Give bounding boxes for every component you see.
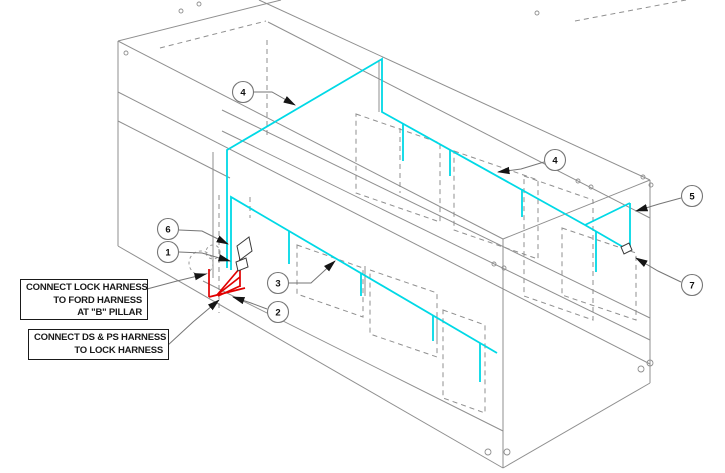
svg-text:5: 5 (689, 192, 695, 203)
rear-connector (620, 242, 633, 255)
note-connect-ds-ps-harness: CONNECT DS & PS HARNESS TO LOCK HARNESS (28, 329, 169, 360)
leader-lines (146, 91, 682, 347)
note2-line1: CONNECT DS & PS HARNESS (34, 332, 167, 343)
pillar-access-holes (188, 244, 221, 276)
leader-note1 (146, 273, 207, 290)
ford-harness-connector (236, 236, 253, 261)
leader-callout-7 (635, 257, 682, 283)
svg-text:7: 7 (689, 281, 694, 292)
leader-note2 (166, 299, 220, 347)
leader-callout-6 (178, 229, 229, 245)
svg-text:4: 4 (552, 156, 558, 167)
callout-balloon-4-ceiling: 4 (231, 80, 255, 104)
leader-callout-4a (254, 91, 296, 106)
callout-balloon-1: 1 (156, 240, 180, 264)
note2-line2: TO LOCK HARNESS (74, 344, 163, 356)
callout-balloon-4-farwall: 4 (543, 148, 567, 172)
van-body-outline (117, 0, 651, 469)
near-wall-harness (230, 195, 498, 382)
harness-connectors (235, 236, 633, 272)
leader-callout-1 (178, 251, 231, 262)
callout-balloon-6: 6 (156, 217, 180, 241)
leader-callout-3 (289, 260, 336, 284)
svg-text:4: 4 (240, 88, 246, 99)
note1-line2: TO FORD HARNESS (53, 294, 142, 306)
note1-line3: AT "B" PILLAR (77, 307, 142, 319)
svg-text:3: 3 (275, 279, 280, 290)
lock-harness-connection-red (208, 251, 246, 298)
leader-callout-2 (232, 296, 268, 310)
svg-text:1: 1 (165, 248, 171, 259)
leader-callout-4b (497, 161, 545, 175)
far-wall-door-openings (355, 113, 637, 321)
callout-balloon-3: 3 (266, 271, 290, 295)
callout-balloon-5: 5 (680, 184, 704, 208)
callout-balloon-2: 2 (266, 300, 290, 324)
svg-text:2: 2 (275, 308, 280, 319)
rivet-holes (123, 1, 654, 456)
near-wall-door-openings (296, 244, 486, 414)
note1-line1: CONNECT LOCK HARNESS (26, 282, 148, 293)
lock-harness-connector (235, 257, 249, 272)
svg-text:6: 6 (165, 225, 170, 236)
note-connect-lock-harness: CONNECT LOCK HARNESS TO FORD HARNESS AT … (20, 279, 148, 320)
ceiling-and-far-wall-harness (226, 57, 631, 272)
callout-balloon-7: 7 (680, 273, 704, 297)
leader-callout-5 (635, 197, 682, 212)
